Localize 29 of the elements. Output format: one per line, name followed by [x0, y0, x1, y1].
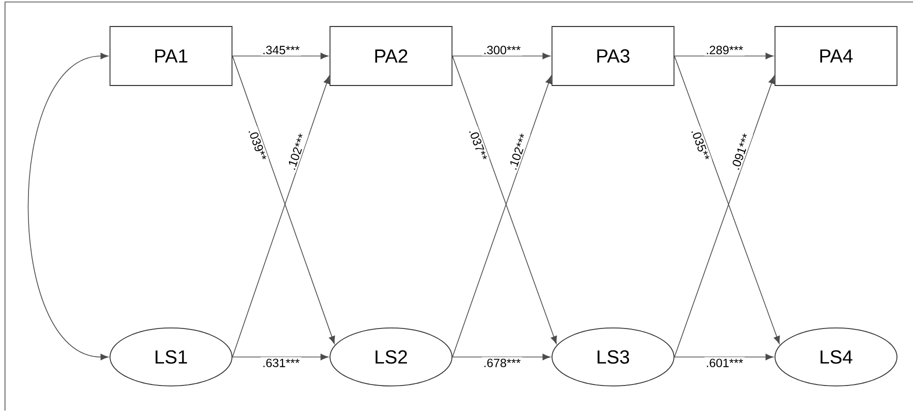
arrow	[674, 354, 774, 360]
variable-box: PA2	[330, 26, 452, 86]
arrow	[232, 52, 328, 60]
arrow	[674, 52, 774, 60]
arrow	[452, 76, 552, 358]
edge-label: .102***	[506, 130, 530, 173]
edge-label: .091***	[728, 130, 754, 173]
edge-label: .345***	[260, 44, 302, 56]
edge-label: .678***	[482, 357, 522, 369]
arrow	[452, 52, 550, 60]
edge-label: .102***	[284, 130, 309, 173]
arrow	[28, 52, 108, 360]
edge-label: .300***	[482, 44, 522, 56]
variable-box: PA3	[552, 26, 674, 86]
edge-label: .035**	[688, 126, 712, 164]
arrow	[232, 56, 335, 344]
variable-box: PA4	[774, 26, 898, 86]
edge-label: .039**	[246, 126, 269, 164]
arrow	[452, 56, 557, 344]
arrow	[232, 76, 330, 358]
edge-label: .601***	[704, 357, 745, 369]
arrow	[232, 354, 328, 360]
edge-label: .037**	[466, 126, 490, 164]
arrow	[452, 354, 550, 360]
edge-label: .289***	[704, 44, 745, 56]
arrow	[674, 76, 775, 358]
arrow	[674, 56, 780, 344]
edge-label: .631***	[260, 357, 302, 369]
variable-box: PA1	[110, 26, 232, 86]
